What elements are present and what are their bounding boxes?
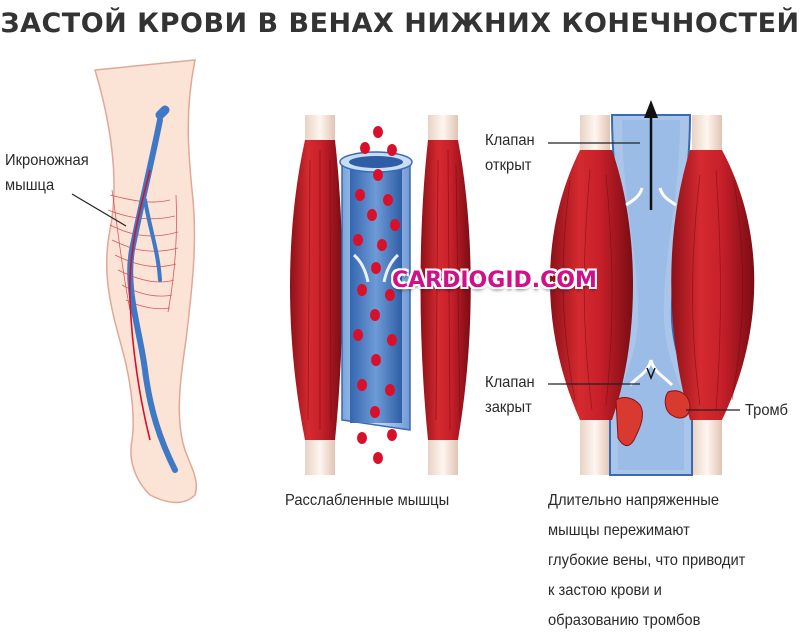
artery — [128, 169, 151, 441]
tense-muscle-left — [550, 150, 633, 420]
watermark: CARDIOGID.COM — [392, 268, 597, 293]
valve-closed-label-line1: Клапан — [485, 374, 535, 391]
valve-closed-label-line2: закрыт — [485, 399, 532, 416]
valve-closed-label: Клапан закрыт — [485, 370, 535, 420]
calf-muscle-label: Икроножная мышца — [5, 148, 89, 198]
tense-caption-line1: Длительно напряженные — [548, 492, 720, 509]
thrombus-right — [664, 390, 691, 419]
valve-open-label-line2: открыт — [485, 157, 532, 174]
relaxed-muscles-caption: Расслабленные мышцы — [285, 492, 450, 509]
page-title: ЗАСТОЙ КРОВИ В ВЕНАХ НИЖНИХ КОНЕЧНОСТЕЙ — [0, 8, 800, 39]
blood-cells — [353, 126, 400, 464]
thrombus-label: Тромб — [745, 402, 788, 419]
tense-caption-line2: мышцы пережимают — [548, 522, 690, 539]
muscle-right — [420, 140, 471, 440]
tense-caption-line4: к застою крови и — [548, 582, 662, 599]
calf-muscle-label-line2: мышца — [5, 177, 55, 194]
leg-illustration — [71, 59, 197, 504]
thrombus-left — [615, 397, 643, 447]
tense-muscle-right — [671, 150, 755, 420]
tense-muscles-caption: Длительно напряженные мышцы пережимают г… — [548, 486, 745, 636]
calf-leader-line — [71, 193, 127, 227]
leg-skin — [94, 59, 197, 504]
muscle-left — [290, 140, 343, 440]
valve-open-label-line1: Клапан — [485, 132, 535, 149]
tense-caption-line3: глубокие вены, что приводит — [548, 552, 746, 569]
valve-open-label: Клапан открыт — [485, 128, 535, 178]
relaxed-muscles-illustration — [290, 115, 471, 475]
tense-caption-line5: образованию тромбов — [548, 612, 701, 629]
calf-muscle-label-line1: Икроножная — [5, 152, 89, 169]
tense-muscles-illustration — [548, 100, 755, 476]
